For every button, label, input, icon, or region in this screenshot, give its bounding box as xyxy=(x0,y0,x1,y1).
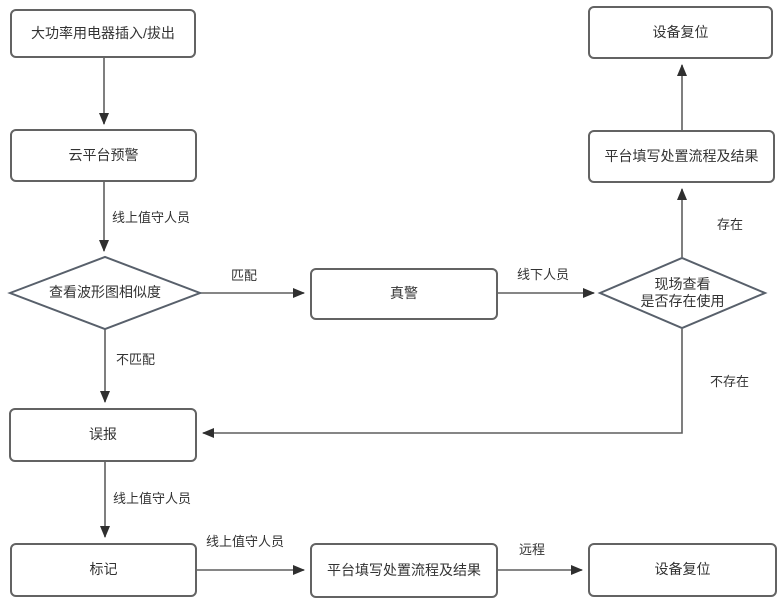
edge-label-not-exists: 不存在 xyxy=(710,374,750,389)
node-mark: 标记 xyxy=(10,543,197,597)
edge-label-no-match: 不匹配 xyxy=(116,352,156,367)
node-false-alarm: 误报 xyxy=(9,408,197,462)
edge-label-remote: 远程 xyxy=(519,542,546,557)
edge-sitecheck-to-falsealarm xyxy=(202,329,683,438)
edge-label-offline-staff: 线下人员 xyxy=(517,267,570,282)
node-cloud-platform-warning: 云平台预警 xyxy=(10,129,197,182)
node-true-alarm: 真警 xyxy=(310,268,498,320)
node-platform-record-right: 平台填写处置流程及结果 xyxy=(588,130,775,183)
edge-label-match: 匹配 xyxy=(231,268,258,283)
node-device-reset-bottom: 设备复位 xyxy=(588,543,777,597)
diamond-site-check xyxy=(597,256,768,330)
node-platform-record-bottom: 平台填写处置流程及结果 xyxy=(310,543,498,598)
edge-label-online-duty-staff-2: 线上值守人员 xyxy=(113,491,192,506)
edge-label-online-duty-staff-1: 线上值守人员 xyxy=(112,210,191,225)
edge-label-online-duty-staff-3: 线上值守人员 xyxy=(206,534,285,549)
edge-label-exists: 存在 xyxy=(717,217,744,232)
node-device-reset-top: 设备复位 xyxy=(588,6,773,59)
diamond-waveform-similarity-check xyxy=(7,255,203,331)
node-high-power-appliance: 大功率用电器插入/拔出 xyxy=(10,9,196,58)
